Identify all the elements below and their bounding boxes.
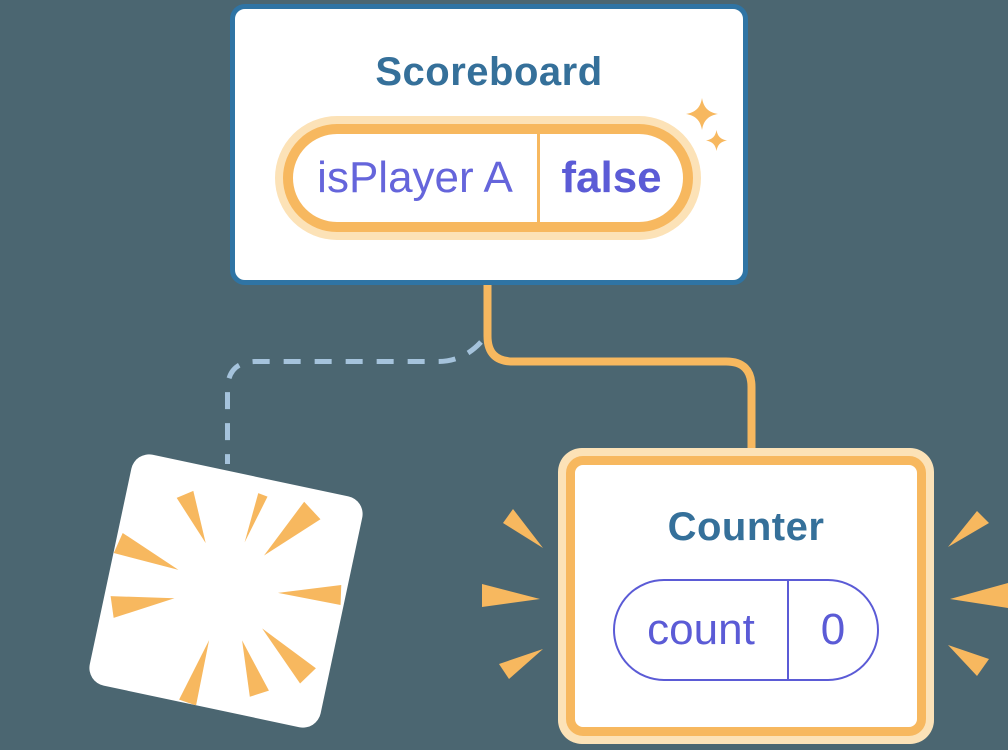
state-value-label: 0 (820, 605, 846, 654)
pill-divider (537, 134, 540, 222)
counter-component-card: Counter count 0 (558, 448, 934, 744)
counter-title: Counter (667, 505, 825, 549)
sparkle-icon (686, 98, 718, 130)
sparkle-icon (706, 130, 727, 151)
counter-state-pill: count 0 (613, 579, 879, 681)
pill-divider (787, 581, 789, 679)
scoreboard-title: Scoreboard (375, 50, 603, 94)
state-value-label: false (561, 153, 662, 202)
destroyed-component-card (86, 451, 366, 731)
scoreboard-state-pill: isPlayer A false (275, 116, 701, 240)
orange-connector-line (483, 283, 756, 458)
state-key-label: count (647, 605, 755, 654)
dashed-connector-line (225, 340, 483, 464)
poof-burst-icon (110, 490, 342, 706)
state-key-label: isPlayer A (317, 153, 513, 202)
scoreboard-component-card: Scoreboard isPlayer A false (230, 4, 748, 285)
